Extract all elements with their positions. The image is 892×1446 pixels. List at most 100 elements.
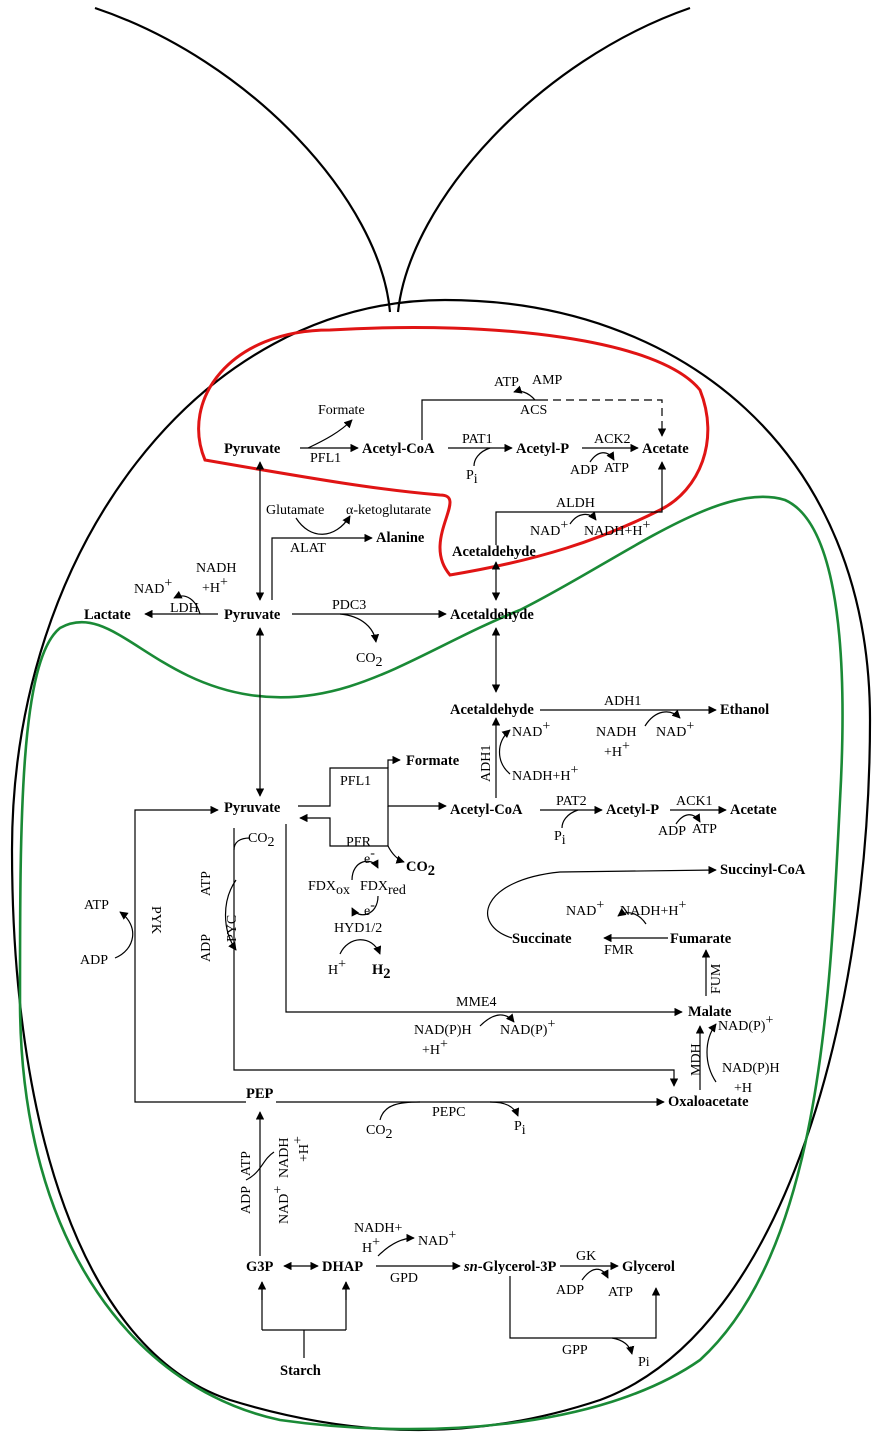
- label-acetate-mito: Acetate: [642, 441, 689, 457]
- cofactor-h-hyd: H+: [328, 957, 346, 978]
- enzyme-fum: FUM: [709, 963, 724, 994]
- cofactor-co2-pdc3: CO2: [356, 651, 382, 670]
- cofactor-nadh-g3p: NADH: [277, 1138, 292, 1178]
- enzyme-fmr: FMR: [604, 943, 634, 958]
- flagellum-right: [396, 6, 691, 313]
- cofactor-glutamate: Glutamate: [266, 503, 324, 518]
- enzyme-ack1: ACK1: [676, 794, 713, 809]
- arrow-pyruvate-alanine: [271, 533, 373, 600]
- cofactor-atp-ack2: ATP: [604, 461, 629, 476]
- arrow-nadh-nad-gpd: [377, 1233, 415, 1257]
- label-starch: Starch: [280, 1363, 321, 1379]
- arrow-acetylcoa-acs-loop: [421, 399, 540, 440]
- enzyme-gpd: GPD: [390, 1271, 418, 1286]
- arrow-nadh-nad-fmr: [617, 908, 647, 925]
- cofactor-adp-gk: ADP: [556, 1283, 584, 1298]
- cofactor-h-ldh: +H+: [202, 575, 228, 596]
- cofactor-nadph-mme4: NAD(P)H: [414, 1023, 472, 1038]
- arrow-nadh-nad-adh1-acetaldehyde: [498, 729, 511, 775]
- arrow-pyruvate-pfl1: [298, 767, 447, 811]
- label-sn-glycerol-3p: sn-Glycerol-3P: [463, 1259, 557, 1275]
- label-acetaldehyde-cytosol: Acetaldehyde: [450, 607, 534, 623]
- cofactor-nad-adh1-chloro: NAD+: [512, 719, 550, 740]
- label-pyruvate-cytosol: Pyruvate: [224, 607, 281, 623]
- cofactor-h-adh1-ethanol: +H+: [604, 739, 630, 760]
- enzyme-ack2: ACK2: [594, 432, 631, 447]
- arrow-pi-gpp: [611, 1337, 635, 1355]
- enzyme-pdc3: PDC3: [332, 598, 366, 613]
- cofactor-nad-adh1-ethanol: NAD+: [656, 719, 694, 740]
- label-malate: Malate: [688, 1004, 732, 1020]
- label-alanine: Alanine: [376, 530, 425, 546]
- arrow-nad-nadh-aldh: [569, 511, 597, 525]
- label-ethanol: Ethanol: [720, 702, 769, 718]
- label-acetylp-mito: Acetyl-P: [516, 441, 569, 457]
- cofactor-atp-pyc: ATP: [199, 871, 214, 896]
- arrow-nadph-nadp-mme4: [479, 1013, 515, 1027]
- enzyme-pfl1-chloro: PFL1: [340, 774, 371, 789]
- cofactor-nad-g3p: NAD+: [271, 1186, 292, 1224]
- label-acetylcoa-chloro: Acetyl-CoA: [450, 802, 523, 818]
- cofactor-nad-aldh: NAD+: [530, 518, 568, 539]
- cofactor-nadp-mdh: NAD(P)+: [718, 1013, 773, 1034]
- cofactor-atp-ack1: ATP: [692, 822, 717, 837]
- arrow-succinate-succinylcoa: [487, 865, 717, 939]
- cofactor-atp-gk: ATP: [608, 1285, 633, 1300]
- arrow-acetaldehyde-acetate-aldh: [495, 461, 667, 545]
- arrow-pyruvate-malate-mme4: [285, 824, 683, 1017]
- arrow-co2-pdc3: [339, 613, 380, 643]
- label-pyruvate-chloro: Pyruvate: [224, 800, 281, 816]
- arrow-pi-pat2: [561, 809, 579, 829]
- arrow-adp-atp-pyk: [114, 911, 134, 959]
- enzyme-pat1: PAT1: [462, 432, 493, 447]
- arrow-pyk: [134, 805, 246, 1103]
- arrow-adp-atp-gk: [581, 1268, 609, 1281]
- arrow-co2-pyc: [233, 837, 251, 851]
- cofactor-h-mdh: +H: [734, 1081, 752, 1096]
- cofactor-e-top: e-: [364, 846, 375, 867]
- arrow-atp-adp-pyc: [225, 879, 237, 951]
- label-h2: H2: [372, 962, 391, 982]
- cofactor-nadh-adh1-ethanol: NADH: [596, 725, 636, 740]
- cofactor-atp-g3p: ATP: [239, 1151, 254, 1176]
- cofactor-atp-pyk: ATP: [84, 898, 109, 913]
- cofactor-e-bottom: e-: [364, 898, 375, 919]
- arrow-formate-byproduct-mito: [307, 419, 353, 449]
- label-acetaldehyde-mito: Acetaldehyde: [452, 544, 536, 560]
- arrow-fdx-cycle-top: [351, 859, 379, 881]
- cofactor-co2-pyc: CO2: [248, 831, 274, 850]
- cofactor-nadh-fmr: NADH+H+: [620, 898, 686, 919]
- label-acetaldehyde-chloro: Acetaldehyde: [450, 702, 534, 718]
- label-pyruvate-mito: Pyruvate: [224, 441, 281, 457]
- cofactor-co2-pepc: CO2: [366, 1123, 392, 1142]
- arrow-glutamate-akg-alat: [295, 515, 351, 535]
- label-dhap: DHAP: [322, 1259, 363, 1275]
- enzyme-gpp: GPP: [562, 1343, 588, 1358]
- label-succinate: Succinate: [512, 931, 572, 947]
- arrow-pfl1-formate: [387, 755, 401, 768]
- arrow-co2-pi-pepc: [379, 1101, 518, 1120]
- cofactor-pi-pat2: Pi: [554, 829, 566, 848]
- enzyme-ldh: LDH: [170, 601, 199, 616]
- arrow-acs-dashed-to-acetate: [540, 399, 667, 437]
- enzyme-pfl1-mito: PFL1: [310, 451, 341, 466]
- cofactor-nadh-aldh: NADH+H+: [584, 518, 650, 539]
- cofactor-atp-acs: ATP: [494, 375, 519, 390]
- label-acetate-chloro: Acetate: [730, 802, 777, 818]
- cofactor-nadh-gpd: NADH+: [354, 1221, 402, 1236]
- enzyme-pepc: PEPC: [432, 1105, 465, 1120]
- cofactor-nad-ldh: NAD+: [134, 576, 172, 597]
- label-co2-chloro: CO2: [406, 859, 435, 879]
- arrow-nadph-nadp-mdh: [706, 1023, 717, 1083]
- arrow-pi-pat1: [473, 447, 491, 467]
- arrow-fdx-cycle-bottom: [351, 895, 379, 917]
- cofactor-adp-pyc: ADP: [199, 934, 214, 962]
- enzyme-adh1-ethanol: ADH1: [604, 694, 641, 709]
- cofactor-formate-mito: Formate: [318, 403, 365, 418]
- cofactor-h-g3p: +H+: [291, 1136, 312, 1162]
- label-glycerol: Glycerol: [622, 1259, 675, 1275]
- arrow-h-h2-hyd: [339, 939, 382, 955]
- cofactor-adp-atp-g3p: ADP: [239, 1186, 254, 1214]
